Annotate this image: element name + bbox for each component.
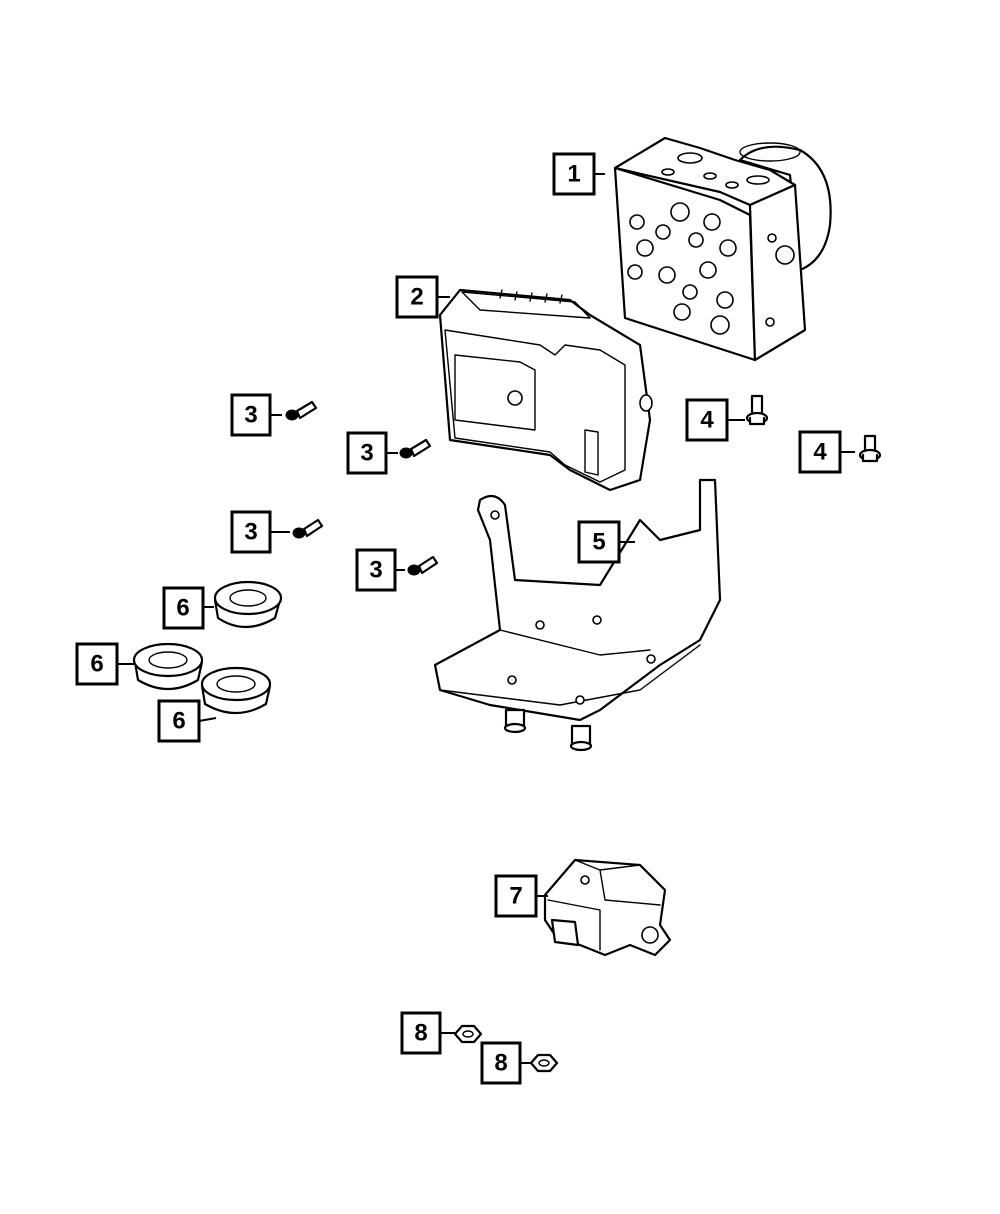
flange-bolt-1[interactable] <box>745 394 769 426</box>
isolator-grommet-1[interactable] <box>213 580 283 629</box>
callout-4b-label: 4 <box>813 439 827 466</box>
abs-hydraulic-unit[interactable] <box>613 136 832 362</box>
callout-6a-label: 6 <box>176 595 189 622</box>
callout-6b-label: 6 <box>90 651 103 678</box>
flange-bolt-2[interactable] <box>858 434 882 463</box>
callout-6c-label: 6 <box>172 708 185 735</box>
yaw-rate-sensor[interactable] <box>543 858 672 957</box>
callout-3b-label: 3 <box>360 440 373 467</box>
callout-3a-label: 3 <box>244 402 257 429</box>
callout-5-label: 5 <box>592 529 605 556</box>
callout-4a-label: 4 <box>700 407 714 434</box>
abs-control-module[interactable] <box>438 288 653 492</box>
callout-6a: 6 <box>162 586 205 630</box>
callout-6c: 6 <box>157 699 201 743</box>
callout-3c-label: 3 <box>244 519 257 546</box>
mounting-screw-4[interactable] <box>407 555 439 576</box>
callout-7-label: 7 <box>509 883 522 910</box>
callout-2-label: 2 <box>410 284 423 311</box>
callout-3b: 3 <box>346 431 388 475</box>
callout-4b: 4 <box>798 430 842 474</box>
callout-8a: 8 <box>400 1011 442 1055</box>
mounting-screw-2[interactable] <box>399 438 432 459</box>
callout-2: 2 <box>395 275 439 319</box>
mounting-screw-3[interactable] <box>292 518 324 539</box>
callout-3d: 3 <box>355 548 397 592</box>
hex-nut-1[interactable] <box>453 1024 483 1044</box>
callout-3a: 3 <box>230 393 272 437</box>
callout-1-label: 1 <box>567 161 580 188</box>
callout-8a-label: 8 <box>414 1020 427 1047</box>
callout-3d-label: 3 <box>369 557 382 584</box>
callout-1: 1 <box>552 152 596 196</box>
callout-5: 5 <box>577 520 621 564</box>
callout-6b: 6 <box>75 642 119 686</box>
callout-3c: 3 <box>230 510 272 554</box>
hex-nut-2[interactable] <box>529 1053 559 1073</box>
mounting-screw-1[interactable] <box>285 400 318 421</box>
leader-lines <box>117 173 855 1064</box>
callout-8b-label: 8 <box>494 1050 507 1077</box>
callout-7: 7 <box>494 874 538 918</box>
callout-4a: 4 <box>685 398 729 442</box>
callout-8b: 8 <box>480 1041 522 1085</box>
isolator-grommet-3[interactable] <box>200 666 272 714</box>
isolator-grommet-2[interactable] <box>132 642 204 690</box>
mounting-bracket[interactable] <box>433 478 722 752</box>
